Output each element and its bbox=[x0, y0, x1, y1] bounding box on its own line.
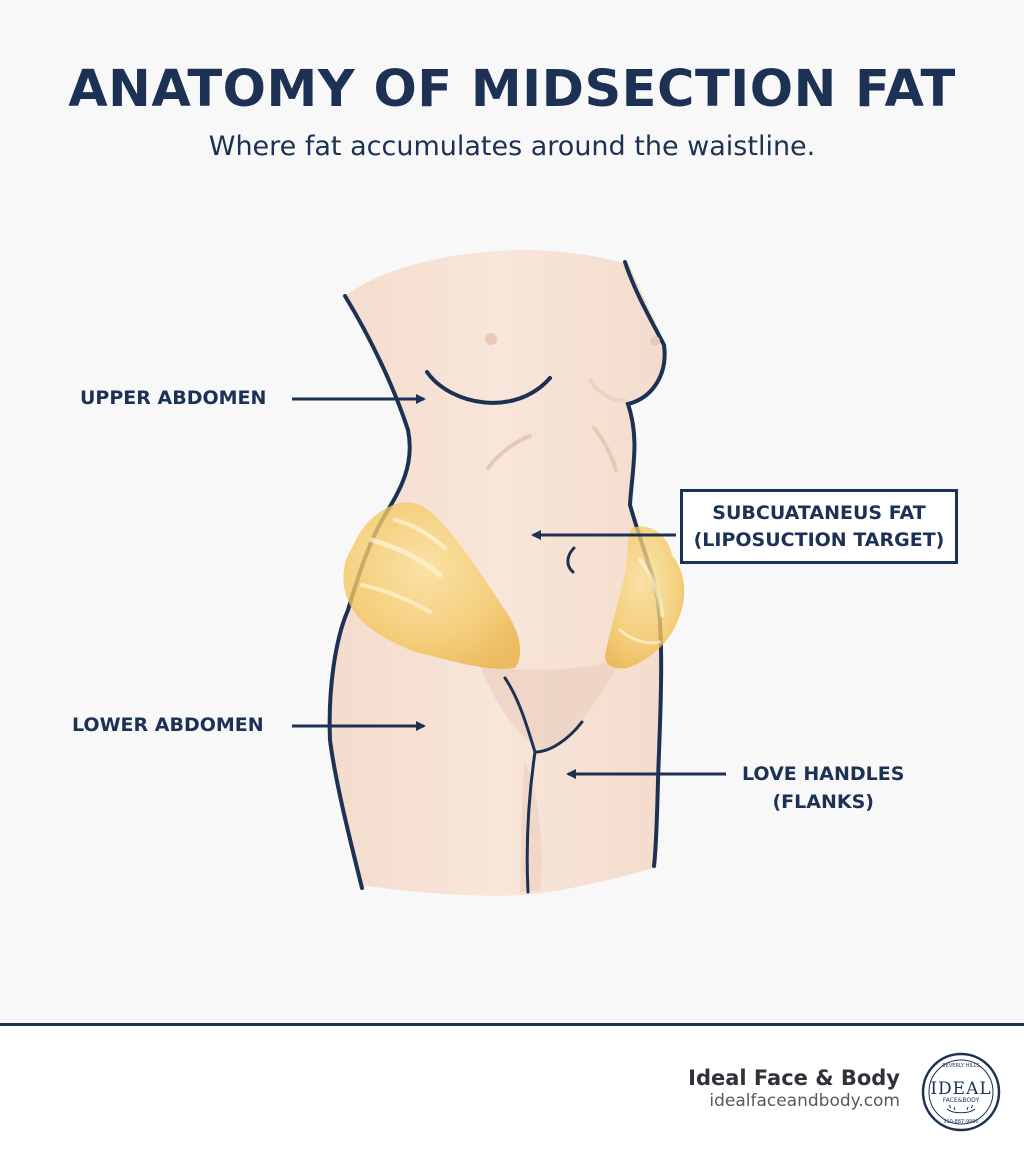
pelvis-shading bbox=[480, 660, 620, 752]
brand-name: Ideal Face & Body bbox=[688, 1066, 900, 1090]
fat-deposit-right bbox=[605, 526, 685, 669]
rib-shading-2 bbox=[592, 426, 618, 472]
label-love-handles: LOVE HANDLES (FLANKS) bbox=[742, 760, 904, 816]
torso-body bbox=[329, 250, 665, 896]
fat-deposit-left bbox=[343, 502, 521, 669]
thigh-line bbox=[525, 750, 537, 894]
brand-seal-icon: BEVERLY HILLS IDEAL FACE&BODY 310-887-99… bbox=[921, 1052, 1001, 1132]
inner-thigh-shading bbox=[520, 760, 542, 892]
label-lower-abdomen: LOWER ABDOMEN bbox=[72, 714, 264, 736]
label-love-handles-line2: (FLANKS) bbox=[772, 791, 874, 813]
footer bbox=[0, 1026, 1024, 1154]
seal-bottom-text: 310-887-9990 bbox=[943, 1119, 978, 1125]
torso-diagram bbox=[292, 250, 726, 896]
rib-shading-1 bbox=[486, 434, 532, 470]
nipple-right bbox=[650, 336, 660, 346]
seal-main-text: IDEAL bbox=[930, 1079, 991, 1099]
seal-top-text: BEVERLY HILLS bbox=[942, 1063, 979, 1069]
rib-shading-3 bbox=[588, 378, 626, 403]
page-title: ANATOMY OF MIDSECTION FAT bbox=[68, 60, 956, 119]
under-chest-curve bbox=[425, 370, 552, 405]
navel bbox=[566, 546, 576, 574]
label-love-handles-line1: LOVE HANDLES bbox=[742, 763, 905, 785]
nipple-left bbox=[485, 333, 497, 345]
callout-line1: SUBCUATANEUS FAT bbox=[712, 502, 926, 524]
callout-subcutaneous-fat: SUBCUATANEUS FAT (LIPOSUCTION TARGET) bbox=[680, 489, 958, 564]
seal-sub-text: FACE&BODY bbox=[943, 1097, 980, 1104]
footer-divider bbox=[0, 1023, 1024, 1026]
brand-url[interactable]: idealfaceandbody.com bbox=[709, 1091, 900, 1111]
label-upper-abdomen: UPPER ABDOMEN bbox=[80, 387, 267, 409]
callout-line2: (LIPOSUCTION TARGET) bbox=[693, 529, 945, 551]
page-subtitle: Where fat accumulates around the waistli… bbox=[208, 131, 816, 162]
torso-outline-right bbox=[623, 260, 667, 868]
